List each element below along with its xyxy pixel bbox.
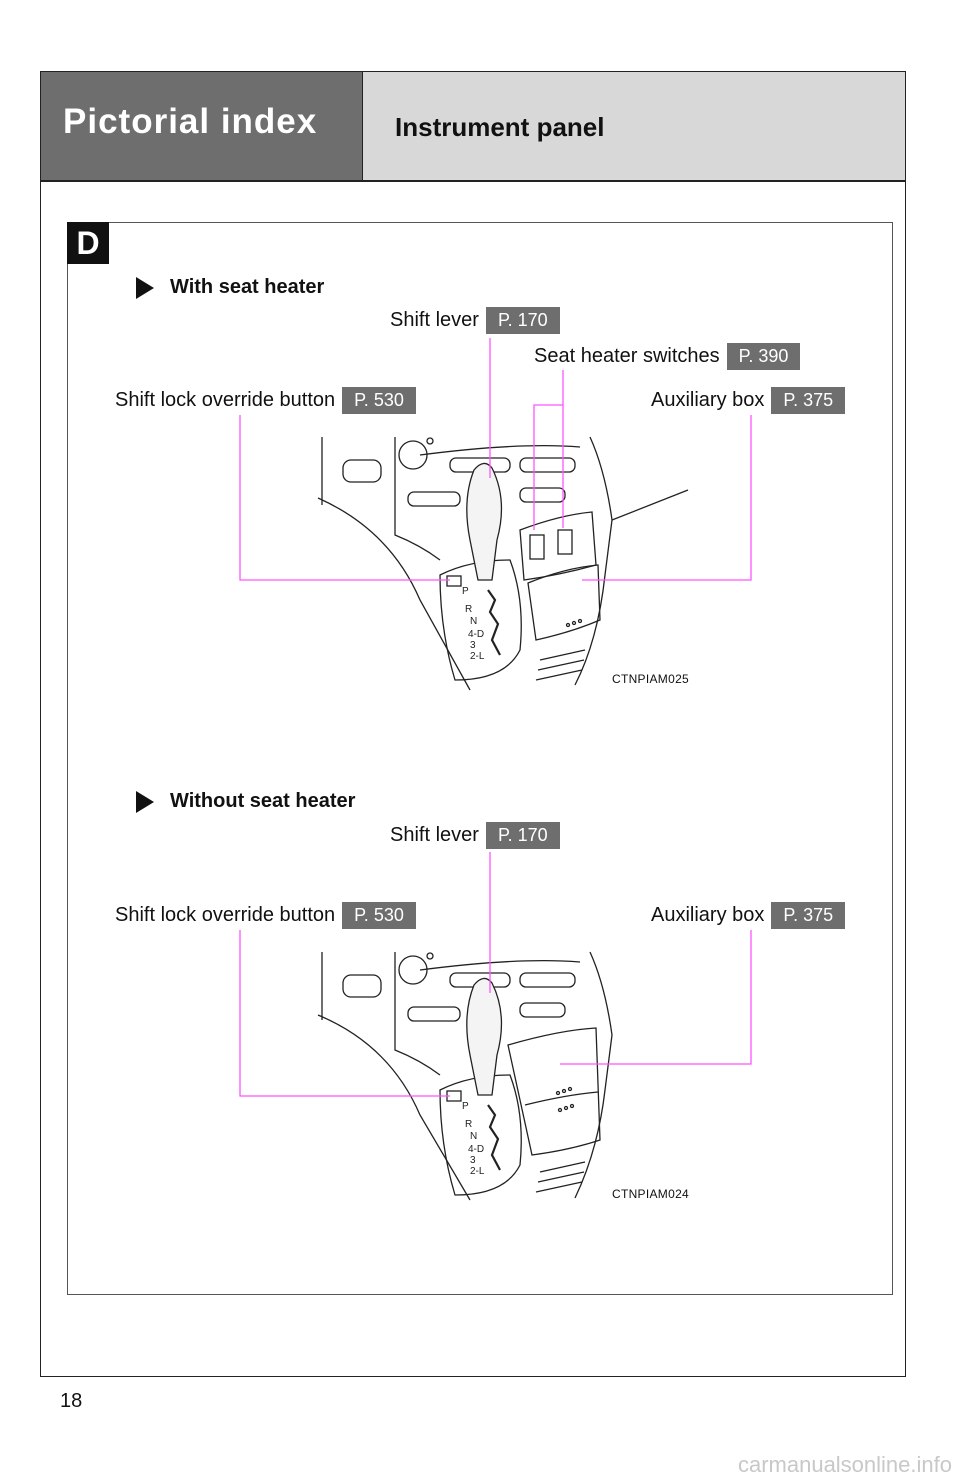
page-reference-badge[interactable]: P. 170 bbox=[485, 307, 560, 334]
gear-label-r: R bbox=[465, 1119, 472, 1130]
leader-line-shift-lock-override bbox=[239, 415, 450, 581]
leader-line-seat-heater-switches bbox=[533, 370, 564, 530]
variant-heading-with-seat-heater: With seat heater bbox=[136, 276, 324, 299]
callout-label: Shift lever bbox=[390, 309, 479, 331]
section-header: Pictorial index bbox=[41, 72, 363, 181]
variant-heading-text: With seat heater bbox=[170, 276, 325, 298]
gear-label-4d: 4-D bbox=[468, 1144, 484, 1155]
page-reference-badge[interactable]: P. 170 bbox=[485, 822, 560, 849]
gear-label-4d: 4-D bbox=[468, 629, 484, 640]
page-frame bbox=[40, 71, 906, 1377]
gear-label-3: 3 bbox=[470, 640, 476, 651]
gear-label-p: P bbox=[462, 1101, 469, 1112]
page-reference-badge[interactable]: P. 530 bbox=[342, 902, 416, 929]
gear-label-n: N bbox=[470, 1131, 477, 1142]
variant-heading-without-seat-heater: Without seat heater bbox=[136, 790, 355, 813]
callout-label: Auxiliary box bbox=[651, 389, 765, 411]
page-number: 18 bbox=[60, 1390, 83, 1412]
content-frame bbox=[67, 222, 893, 1295]
gear-label-r: R bbox=[465, 604, 472, 615]
page-reference-badge[interactable]: P. 390 bbox=[726, 343, 801, 370]
callout-auxiliary-box[interactable]: Auxiliary box P. 375 bbox=[651, 902, 846, 929]
subsection-header: Instrument panel bbox=[363, 72, 905, 181]
callout-label: Shift lock override button bbox=[115, 389, 336, 411]
section-title: Pictorial index bbox=[63, 102, 318, 141]
subsection-title: Instrument panel bbox=[395, 112, 605, 142]
callout-shift-lever[interactable]: Shift lever P. 170 bbox=[390, 307, 560, 334]
section-badge: D bbox=[67, 222, 109, 264]
gear-label-2l: 2-L bbox=[470, 651, 485, 662]
gear-label-p: P bbox=[462, 586, 469, 597]
callout-label: Shift lock override button bbox=[115, 904, 336, 926]
figure-code: CTNPIAM024 bbox=[612, 1187, 690, 1201]
callout-seat-heater-switches[interactable]: Seat heater switches P. 390 bbox=[534, 343, 801, 370]
gear-label-2l: 2-L bbox=[470, 1166, 485, 1177]
callout-label: Auxiliary box bbox=[651, 904, 765, 926]
header-divider bbox=[41, 180, 905, 182]
bullet-triangle-icon bbox=[136, 790, 154, 813]
leader-line-auxiliary-box bbox=[582, 415, 752, 581]
callout-shift-lock-override-button[interactable]: Shift lock override button P. 530 bbox=[115, 902, 416, 929]
callout-shift-lever[interactable]: Shift lever P. 170 bbox=[390, 822, 560, 849]
callout-auxiliary-box[interactable]: Auxiliary box P. 375 bbox=[651, 387, 846, 414]
figure-code: CTNPIAM025 bbox=[612, 672, 690, 686]
variant-heading-text: Without seat heater bbox=[170, 790, 356, 812]
leader-line-auxiliary-box bbox=[560, 930, 752, 1065]
callout-shift-lock-override-button[interactable]: Shift lock override button P. 530 bbox=[115, 387, 416, 414]
callout-label: Shift lever bbox=[390, 824, 479, 846]
gear-label-n: N bbox=[470, 616, 477, 627]
page-reference-badge[interactable]: P. 530 bbox=[342, 387, 416, 414]
gear-label-3: 3 bbox=[470, 1155, 476, 1166]
page-reference-badge[interactable]: P. 375 bbox=[771, 902, 846, 929]
page-reference-badge[interactable]: P. 375 bbox=[771, 387, 846, 414]
watermark: carmanualsonline.info bbox=[737, 1452, 952, 1477]
bullet-triangle-icon bbox=[136, 276, 154, 299]
leader-line-shift-lock-override bbox=[239, 930, 450, 1097]
callout-label: Seat heater switches bbox=[534, 345, 720, 367]
